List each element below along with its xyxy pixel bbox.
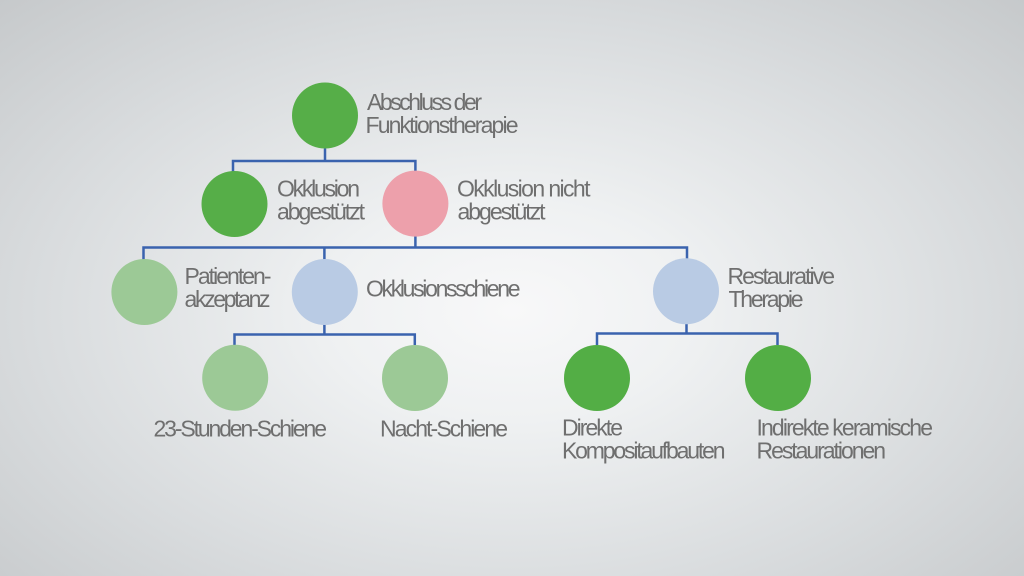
svg-text:Okklusionsschiene: Okklusionsschiene: [366, 276, 521, 302]
svg-text:23-Stunden-Schiene: 23-Stunden-Schiene: [154, 416, 328, 442]
svg-text:Okklusion: Okklusion: [277, 176, 360, 202]
svg-text:Direkte: Direkte: [562, 415, 623, 441]
svg-text:Restaurative: Restaurative: [728, 263, 836, 289]
svg-text:Abschluss der: Abschluss der: [367, 89, 482, 115]
svg-text:Nacht-Schiene: Nacht-Schiene: [380, 416, 508, 442]
svg-text:akzeptanz: akzeptanz: [185, 286, 271, 312]
svg-text:Funktionstherapie: Funktionstherapie: [366, 112, 519, 138]
svg-text:abgestützt: abgestützt: [458, 199, 547, 225]
svg-text:Kompositaufbauten: Kompositaufbauten: [562, 438, 726, 464]
svg-text:Restaurationen: Restaurationen: [757, 438, 887, 464]
svg-text:Indirekte keramische: Indirekte keramische: [757, 415, 934, 441]
svg-text:Patienten-: Patienten-: [185, 263, 272, 289]
svg-text:Therapie: Therapie: [729, 286, 804, 312]
svg-text:abgestützt: abgestützt: [277, 199, 366, 225]
svg-text:Okklusion nicht: Okklusion nicht: [457, 176, 591, 202]
